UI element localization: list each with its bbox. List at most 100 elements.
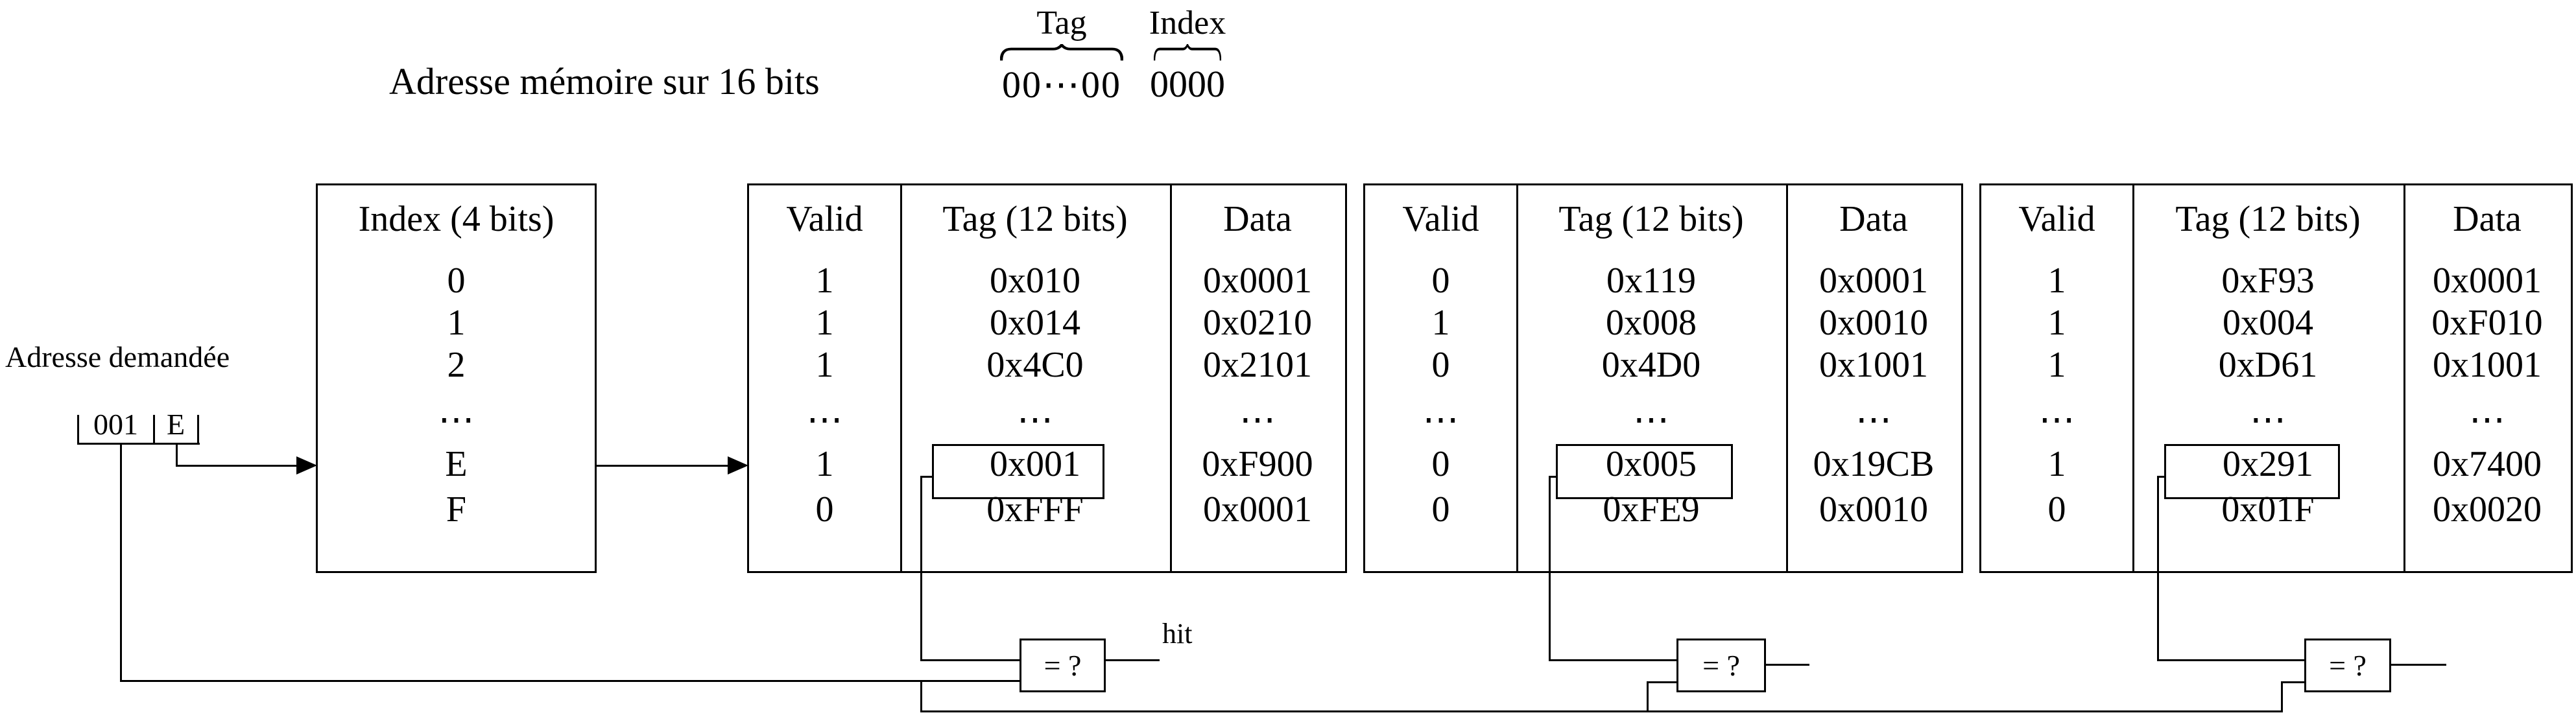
selected-tag-box — [1556, 444, 1733, 499]
table-cell: 0 — [1431, 261, 1450, 301]
wire-address-tag — [120, 443, 122, 682]
arrow-right-icon — [296, 456, 317, 475]
column-divider — [1516, 185, 1518, 571]
comparator-box: = ? — [1676, 639, 1766, 692]
table-cell: 0xF010 — [2431, 303, 2543, 343]
table-cell: 0x0001 — [2433, 261, 2542, 301]
wire-index-to-way — [597, 465, 730, 467]
table-cell: 0x4C0 — [986, 345, 1084, 385]
table-cell: 0 — [2047, 489, 2066, 530]
wire-hit-output — [1766, 664, 1809, 666]
index-row: 0 — [447, 261, 466, 301]
table-cell: ⋯ — [2038, 400, 2075, 440]
table-cell: 0x01F — [2221, 489, 2315, 530]
wire-stored-tag — [2157, 659, 2306, 661]
selected-tag-box — [932, 444, 1104, 499]
wire-hit-output — [1106, 659, 1160, 661]
memory-address-label: Adresse mémoire sur 16 bits — [389, 60, 820, 102]
tag-field-label: Tag — [1036, 5, 1087, 41]
column-header-data: Data — [2453, 199, 2522, 239]
table-cell: 1 — [815, 444, 834, 484]
table-cell: ⋯ — [806, 400, 843, 440]
table-cell: 0x0001 — [1819, 261, 1928, 301]
table-cell: 0x119 — [1606, 261, 1696, 301]
table-cell: 0x014 — [990, 303, 1080, 343]
index-field-label: Index — [1149, 5, 1226, 41]
table-cell: 0x008 — [1606, 303, 1697, 343]
index-row: E — [445, 444, 468, 484]
table-cell: ⋯ — [1855, 400, 1892, 440]
column-divider — [2403, 185, 2405, 571]
table-cell: 1 — [2047, 345, 2066, 385]
table-cell: 1 — [2047, 303, 2066, 343]
column-header-tag: Tag (12 bits) — [942, 199, 1128, 239]
index-row: 2 — [447, 345, 466, 385]
index-bits-value: 0000 — [1150, 63, 1225, 105]
table-cell: ⋯ — [2250, 400, 2286, 440]
table-cell: 0x0010 — [1819, 303, 1928, 343]
wire-stored-tag — [920, 476, 933, 478]
table-cell: 0x0001 — [1203, 261, 1312, 301]
table-cell: 0x2101 — [1203, 345, 1312, 385]
table-cell: 0x291 — [2223, 444, 2313, 484]
wire-hit-output — [2391, 664, 2446, 666]
table-cell: 0x4D0 — [1601, 345, 1701, 385]
arrow-right-icon — [728, 456, 748, 475]
table-cell: 0 — [1431, 489, 1450, 530]
tag-bits-value: 00⋯00 — [1002, 64, 1121, 106]
table-cell: 0x0020 — [2433, 489, 2542, 530]
wire-stored-tag — [920, 476, 922, 661]
index-table: Index (4 bits) 0 1 2 ⋯ E F — [316, 183, 597, 573]
table-cell: 0xF900 — [1202, 444, 1313, 484]
wire-address-tag-bus — [920, 710, 2283, 712]
table-cell: ⋯ — [1239, 400, 1276, 440]
table-cell: 1 — [1431, 303, 1450, 343]
selected-tag-box — [2164, 444, 2340, 499]
wire-address-tag-riser — [1647, 681, 1649, 712]
table-cell: 1 — [2047, 444, 2066, 484]
table-cell: ⋯ — [1422, 400, 1459, 440]
address-cell-underline — [78, 443, 200, 445]
wire-stored-tag — [2157, 476, 2159, 661]
wire-address-tag — [1647, 681, 1676, 683]
column-header-tag: Tag (12 bits) — [2175, 199, 2361, 239]
column-header-valid: Valid — [786, 199, 863, 239]
requested-address-label: Adresse demandée — [5, 340, 230, 373]
wire-stored-tag — [920, 659, 1021, 661]
table-cell: ⋯ — [1633, 400, 1669, 440]
table-cell: ⋯ — [2469, 400, 2505, 440]
column-header-data: Data — [1839, 199, 1908, 239]
wire-index-value — [176, 465, 299, 467]
column-header-valid: Valid — [1402, 199, 1479, 239]
way-table-2: Valid Tag (12 bits) Data 0 0x119 0x0001 … — [1363, 183, 1963, 573]
cell-tick — [153, 415, 155, 445]
tag-overbrace-icon — [1000, 44, 1123, 61]
column-divider — [2132, 185, 2134, 571]
table-cell: 1 — [2047, 261, 2066, 301]
table-cell: 0x7400 — [2433, 444, 2542, 484]
wire-index-value — [176, 443, 178, 467]
table-cell: 0x0001 — [1203, 489, 1312, 530]
cell-tick — [77, 415, 79, 445]
table-cell: 1 — [815, 261, 834, 301]
way-table-3: Valid Tag (12 bits) Data 1 0xF93 0x0001 … — [1979, 183, 2573, 573]
table-cell: 1 — [815, 303, 834, 343]
table-cell: 0xFFF — [986, 489, 1084, 530]
table-cell: 0x010 — [990, 261, 1080, 301]
address-index-cell: E — [166, 408, 185, 441]
table-cell: 0x1001 — [1819, 345, 1928, 385]
wire-address-tag — [2281, 681, 2304, 683]
column-divider — [1786, 185, 1788, 571]
wire-address-tag-riser — [2281, 681, 2283, 712]
index-row: F — [446, 489, 467, 530]
table-cell: 0xD61 — [2218, 345, 2318, 385]
column-divider — [1170, 185, 1172, 571]
wire-address-tag-branch — [920, 680, 922, 712]
table-cell: ⋯ — [1017, 400, 1053, 440]
column-header-valid: Valid — [2018, 199, 2095, 239]
address-tag-cell: 001 — [93, 408, 138, 441]
table-cell: 0x004 — [2223, 303, 2313, 343]
comparator-box: = ? — [1020, 639, 1106, 692]
table-cell: 0xFE9 — [1603, 489, 1700, 530]
